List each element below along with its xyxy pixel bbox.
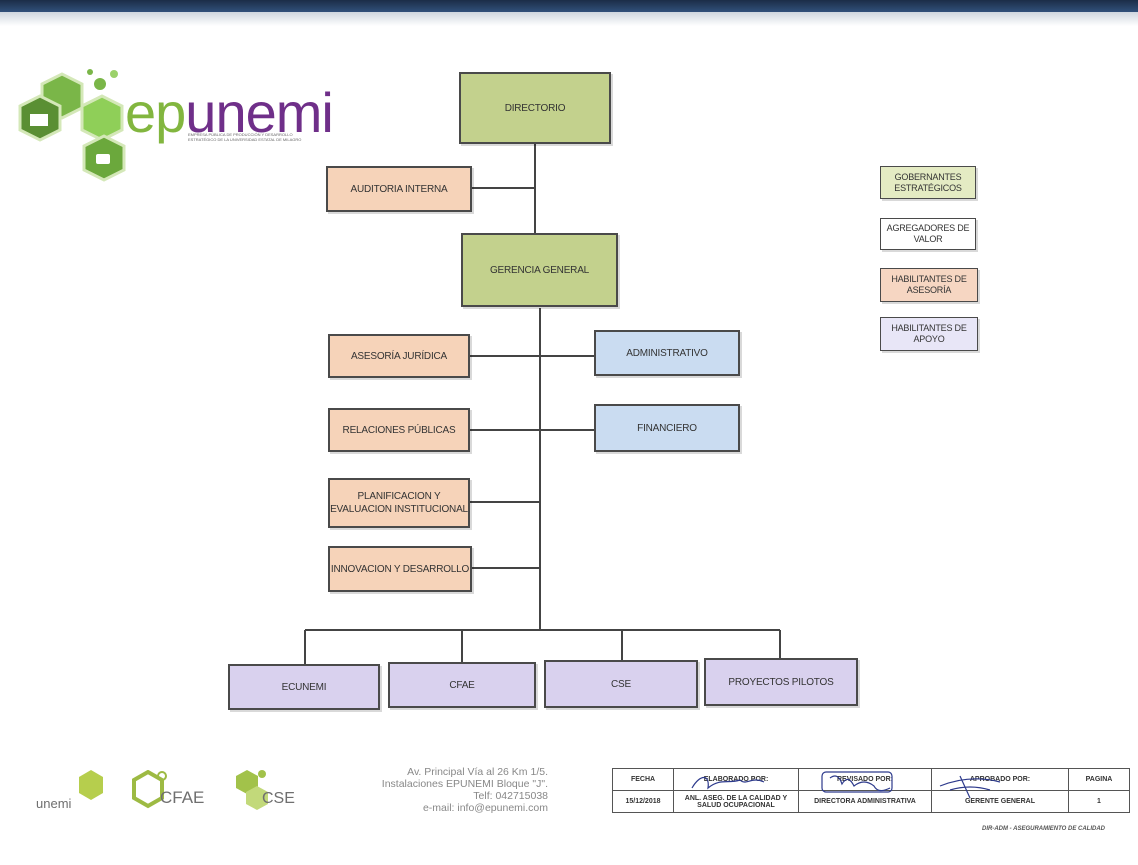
signature-marks-icon <box>691 771 1001 799</box>
box-administrativo: ADMINISTRATIVO <box>594 330 740 376</box>
epunemi-hexagon-logo-icon <box>18 69 126 182</box>
footer-logo-unemi: unemi <box>36 796 72 811</box>
box-gerencia-general: GERENCIA GENERAL <box>461 233 618 307</box>
address-phone: Telf: 042715038 <box>473 790 548 802</box>
box-ecunemi: ECUNEMI <box>228 664 380 710</box>
brand-logo-text: epunemi <box>125 81 334 144</box>
legend-habilitantes-asesoria: HABILITANTES DE ASESORÍA <box>880 268 978 302</box>
box-proyectos-pilotos: PROYECTOS PILOTOS <box>704 658 858 706</box>
legend-habilitantes-apoyo: HABILITANTES DE APOYO <box>880 317 978 351</box>
legend-agregadores: AGREGADORES DE VALOR <box>880 218 976 250</box>
address-line-2: Instalaciones EPUNEMI Bloque "J". <box>381 778 548 790</box>
top-frame-bar <box>0 0 1138 12</box>
box-financiero: FINANCIERO <box>594 404 740 452</box>
box-cfae: CFAE <box>388 662 536 708</box>
footer-logo-cse: CSE <box>262 790 295 807</box>
page-edge <box>0 12 1138 26</box>
header-fecha: FECHA <box>612 768 674 791</box>
unemi-hexagon-icon <box>79 770 103 800</box>
address-email: e-mail: info@epunemi.com <box>422 802 548 814</box>
brand-tagline: EMPRESA PÚBLICA DE PRODUCCIÓN Y DESARROL… <box>188 132 302 142</box>
cell-pagina: 1 <box>1068 790 1130 813</box>
legend-gobernantes: GOBERNANTES ESTRATÉGICOS <box>880 166 976 199</box>
cell-elaborado: ANL. ASEG. DE LA CALIDAD Y SALUD OCUPACI… <box>673 790 799 813</box>
header-pagina: PAGINA <box>1068 768 1130 791</box>
cfae-hexagon-icon <box>132 770 167 809</box>
box-asesoria-juridica: ASESORÍA JURÍDICA <box>328 334 470 378</box>
box-cse: CSE <box>544 660 698 708</box>
document-code: DIR-ADM - ASEGURAMIENTO DE CALIDAD <box>982 826 1105 832</box>
cse-hexagon-icon <box>236 770 268 810</box>
footer-address: Av. Principal Vía al 26 Km 1/5. Instalac… <box>318 766 548 814</box>
box-innovacion-desarrollo: INNOVACION Y DESARROLLO <box>328 546 472 592</box>
box-planificacion: PLANIFICACION Y EVALUACION INSTITUCIONAL <box>328 478 470 528</box>
box-directorio: DIRECTORIO <box>459 72 611 144</box>
box-auditoria-interna: AUDITORIA INTERNA <box>326 166 472 212</box>
box-relaciones-publicas: RELACIONES PÚBLICAS <box>328 408 470 452</box>
footer-logo-cfae: CFAE <box>160 788 205 807</box>
address-line-1: Av. Principal Vía al 26 Km 1/5. <box>407 766 548 778</box>
cell-fecha: 15/12/2018 <box>612 790 674 813</box>
approval-table: FECHA ELABORADO POR: REVISADO POR: APROB… <box>612 768 1130 813</box>
